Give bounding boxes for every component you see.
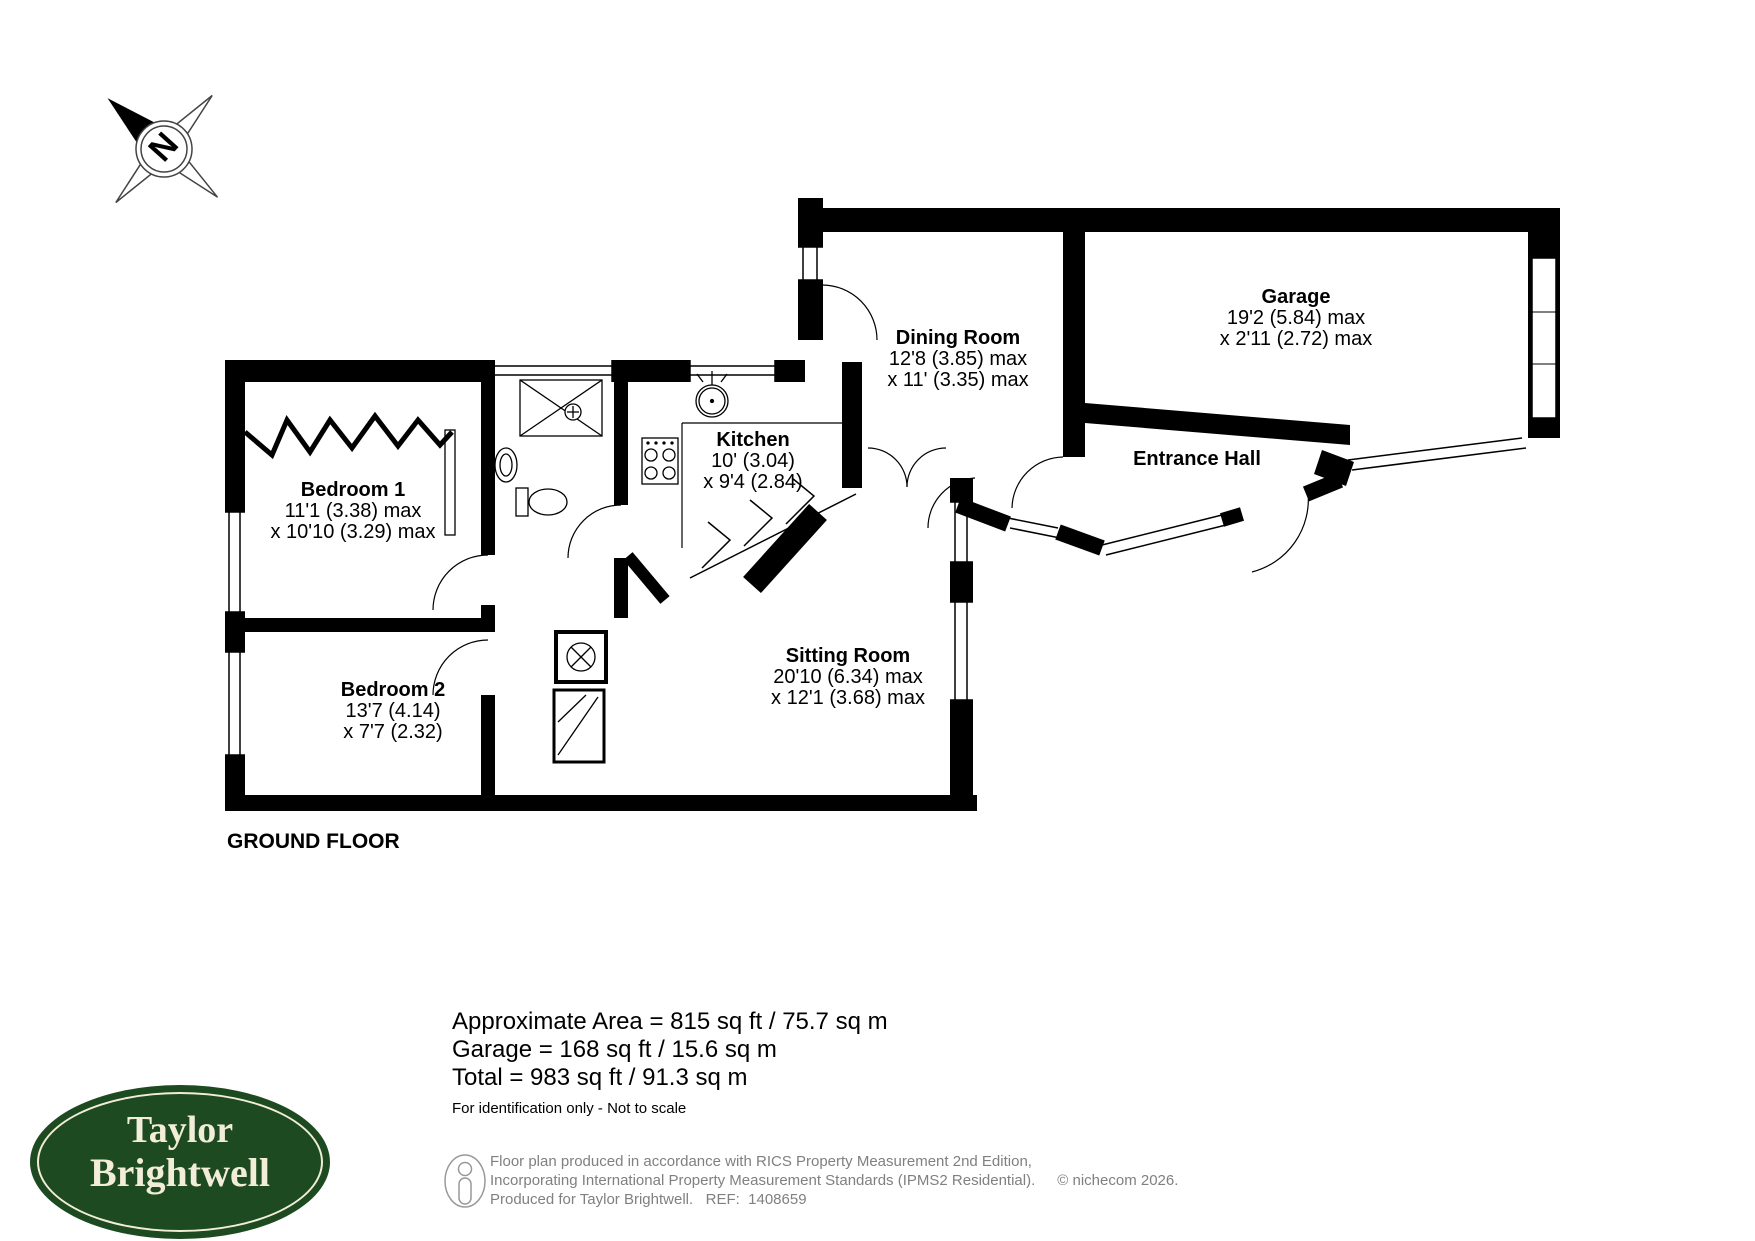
room-label-kitchen: Kitchen 10' (3.04) x 9'4 (2.84): [703, 430, 802, 493]
logo-text-brightwell: Brightwell: [90, 1150, 270, 1195]
room-dimension: x 7'7 (2.32): [343, 721, 443, 743]
room-dimension: x 2'11 (2.72) max: [1219, 328, 1373, 350]
windows: [225, 246, 1527, 756]
hob-icon: [641, 437, 679, 485]
room-name: Dining Room: [895, 327, 1021, 349]
room-dimension: 10' (3.04): [711, 450, 795, 472]
cupboard-icon: [552, 630, 608, 764]
toilet-icon: [515, 487, 568, 517]
room-name: Bedroom 2: [340, 679, 446, 701]
room-dimension: 12'8 (3.85) max: [888, 348, 1028, 370]
garage-area: Garage = 168 sq ft / 15.6 sq m: [452, 1036, 777, 1063]
wall-segments-angled: [623, 472, 1344, 604]
room-label-entrance-hall: Entrance Hall: [1133, 449, 1261, 470]
room-label-garage: Garage 19'2 (5.84) max x 2'11 (2.72) max: [1220, 287, 1372, 350]
room-dimension: 11'1 (3.38) max: [284, 500, 422, 522]
room-dimension: 19'2 (5.84) max: [1226, 307, 1366, 329]
room-label-dining-room: Dining Room 12'8 (3.85) max x 11' (3.35)…: [887, 328, 1028, 391]
room-name: Kitchen: [716, 429, 790, 451]
compass-icon: [107, 94, 219, 204]
logo-border: Taylor Brightwell: [37, 1092, 323, 1232]
floor-title: GROUND FLOOR: [227, 830, 400, 853]
person-icon: [444, 1154, 486, 1208]
footer-line1: Floor plan produced in accordance with R…: [490, 1153, 1032, 1170]
room-dimension: x 9'4 (2.84): [703, 471, 803, 493]
footer-line3: Produced for Taylor Brightwell. REF: 140…: [490, 1191, 807, 1208]
taylor-brightwell-logo: Taylor Brightwell: [30, 1085, 330, 1239]
room-dimension: x 12'1 (3.68) max: [771, 687, 925, 709]
disclaimer: For identification only - Not to scale: [452, 1100, 687, 1117]
footer-copyright: © nichecom 2026.: [1057, 1172, 1179, 1189]
wardrobe-icon: [243, 411, 456, 536]
footer-line2: Incorporating International Property Mea…: [490, 1172, 1036, 1189]
basin-icon: [494, 447, 518, 483]
room-dimension: x 11' (3.35) max: [887, 369, 1029, 391]
room-label-sitting-room: Sitting Room 20'10 (6.34) max x 12'1 (3.…: [771, 646, 925, 709]
room-name: Bedroom 1: [300, 479, 406, 501]
room-dimension: 20'10 (6.34) max: [773, 666, 923, 688]
room-name: Sitting Room: [785, 645, 911, 667]
garage-door: [1531, 257, 1557, 419]
shower-icon: [519, 379, 603, 437]
kitchen-boundary: [681, 422, 842, 548]
total-area: Total = 983 sq ft / 91.3 sq m: [452, 1064, 748, 1091]
approximate-area: Approximate Area = 815 sq ft / 75.7 sq m: [452, 1008, 888, 1035]
room-name: Garage: [1261, 286, 1331, 308]
stairs-icon: [689, 477, 857, 579]
kitchen-sink-icon: [695, 371, 729, 418]
door-arcs: [432, 284, 1309, 696]
room-dimension: 13'7 (4.14): [345, 700, 441, 722]
room-label-bedroom1: Bedroom 1 11'1 (3.38) max x 10'10 (3.29)…: [270, 480, 435, 543]
logo-text-taylor: Taylor: [126, 1109, 234, 1151]
room-dimension: x 10'10 (3.29) max: [270, 521, 436, 543]
room-name: Entrance Hall: [1133, 448, 1261, 470]
rics-footer: Floor plan produced in accordance with R…: [490, 1152, 1178, 1209]
room-label-bedroom2: Bedroom 2 13'7 (4.14) x 7'7 (2.32): [341, 680, 445, 743]
area-summary: Approximate Area = 815 sq ft / 75.7 sq m…: [452, 1008, 888, 1117]
